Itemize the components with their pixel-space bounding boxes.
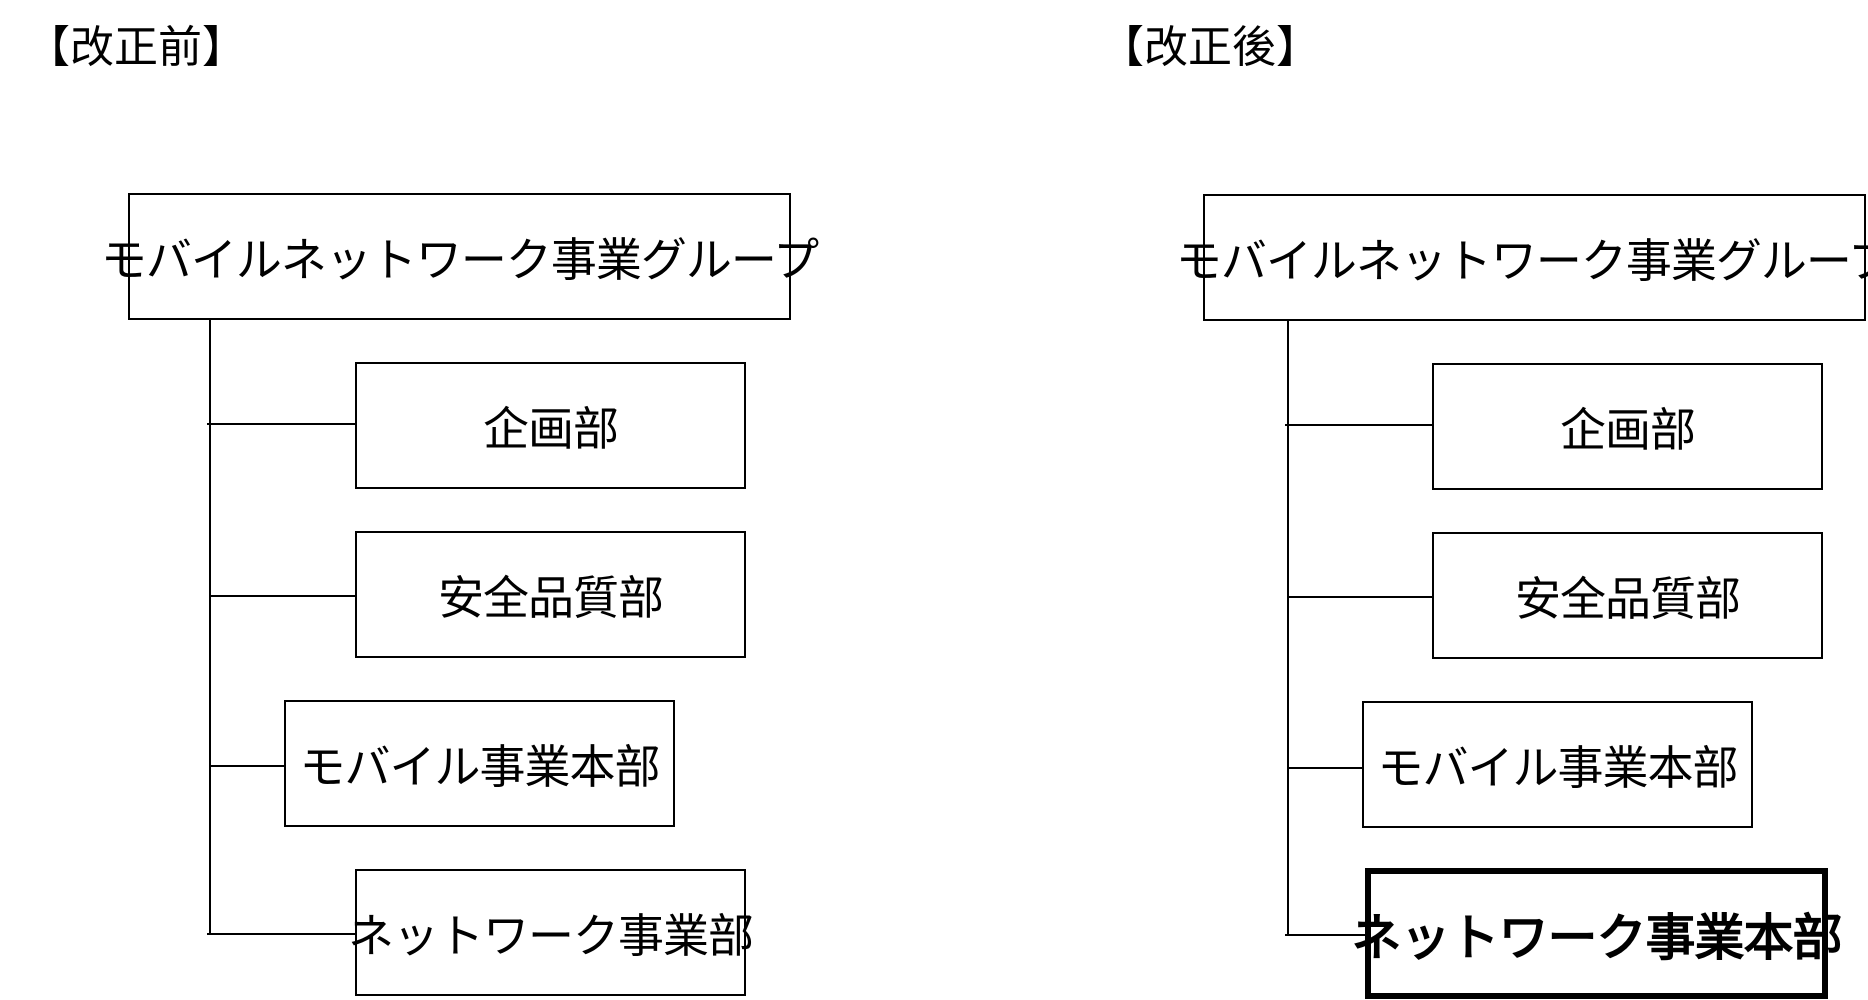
after-node-safety-quality: 安全品質部 [1432, 532, 1823, 659]
before-trunk-line [209, 320, 211, 935]
before-node-mobile-hq: モバイル事業本部 [284, 700, 675, 827]
before-node-network-division: ネットワーク事業部 [348, 869, 754, 996]
before-branch-line [209, 765, 284, 767]
before-node-planning: 企画部 [355, 362, 746, 489]
after-branch-line [1287, 596, 1432, 598]
after-branch-line [1287, 767, 1362, 769]
before-branch-line [207, 423, 355, 425]
before-branch-line [209, 595, 355, 597]
after-node-network-hq: ネットワーク事業本部 [1352, 868, 1843, 999]
before-heading: 【改正前】 [26, 22, 246, 73]
before-node-safety-quality: 安全品質部 [355, 531, 746, 658]
after-node-mobile-hq: モバイル事業本部 [1362, 701, 1753, 828]
after-trunk-line [1287, 321, 1289, 936]
after-branch-line [1285, 424, 1432, 426]
after-branch-line [1285, 934, 1365, 936]
after-root-node: モバイルネットワーク事業グループ [1176, 194, 1868, 321]
before-branch-line [207, 933, 355, 935]
after-node-planning: 企画部 [1432, 363, 1823, 490]
after-heading: 【改正後】 [1100, 22, 1320, 73]
before-root-node: モバイルネットワーク事業グループ [101, 193, 819, 320]
